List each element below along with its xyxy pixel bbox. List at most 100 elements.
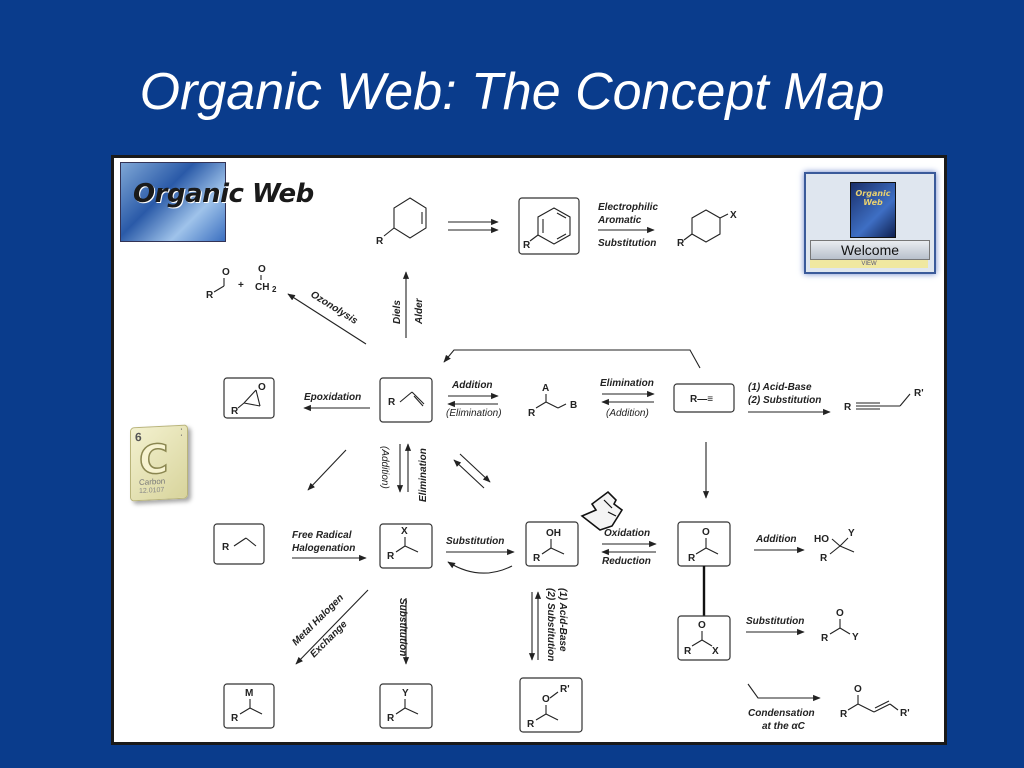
label-substitution-2: (2) Substitution — [748, 395, 821, 406]
svg-text:B: B — [570, 400, 577, 411]
svg-text:R: R — [523, 240, 531, 251]
alkyne-box[interactable] — [673, 383, 735, 413]
label-oxidation: Oxidation — [604, 528, 650, 539]
svg-text:Y: Y — [852, 632, 859, 643]
label-at-alpha-c: at the αC — [762, 721, 806, 732]
organic-web-logo: Organic Web — [120, 162, 314, 242]
svg-text:X: X — [401, 526, 408, 537]
svg-text:R: R — [388, 397, 396, 408]
svg-text:M: M — [245, 688, 253, 699]
carbonyl-product-structure: O R Y — [821, 608, 859, 644]
substituted-benzene-structure: X R — [677, 209, 737, 249]
svg-text:O: O — [258, 382, 266, 393]
substituted-alkyl-box[interactable] — [379, 683, 433, 729]
alkyl-halide-structure: X R — [387, 526, 419, 562]
label-free-radical: Free Radical — [292, 530, 352, 541]
alkene-structure: R — [388, 391, 425, 408]
svg-text:Y: Y — [402, 688, 409, 699]
welcome-cover-title: Organic Web — [855, 189, 891, 207]
alcohol-box[interactable] — [525, 521, 579, 567]
svg-text:O: O — [258, 264, 266, 275]
alkane-box[interactable] — [213, 523, 265, 565]
arrow-alkene-to-alkane — [307, 449, 347, 491]
label-metal-halogen: Metal Halogen — [290, 592, 346, 648]
substituted-alkyl-structure: Y R — [387, 688, 419, 724]
enone-structure: O R R' — [840, 684, 910, 720]
alkane-structure: R — [222, 537, 257, 553]
alkyne-structure: R—≡ — [690, 394, 713, 405]
svg-text:A: A — [542, 383, 549, 394]
label-elimination-vert: Elimination — [418, 448, 429, 502]
arrow-ozonolysis — [287, 293, 367, 345]
label-alder: Alder — [414, 297, 425, 325]
svg-text:R: R — [528, 408, 536, 419]
organometallic-box[interactable] — [223, 683, 275, 729]
label-addition-vert: (Addition) — [379, 446, 390, 489]
svg-text:O: O — [702, 527, 710, 538]
label-addition-paren: (Addition) — [606, 408, 649, 419]
svg-text:R': R' — [560, 684, 570, 695]
tertiary-alcohol-structure: HO Y R — [814, 528, 855, 564]
svg-text:2: 2 — [272, 285, 277, 294]
label-diels: Diels — [392, 300, 403, 324]
svg-text:O: O — [698, 620, 706, 631]
svg-text:R: R — [231, 406, 239, 417]
dihalide-structure: A B R — [528, 383, 577, 419]
alkene-box[interactable] — [379, 377, 433, 423]
arrow-condensation — [747, 683, 821, 702]
label-electrophilic: Electrophilic — [598, 202, 658, 213]
welcome-card[interactable]: Organic Web Welcome VIEW — [804, 172, 936, 274]
arrow-alcohol-to-alkene — [453, 459, 485, 489]
svg-text:R: R — [821, 633, 829, 644]
svg-text:R: R — [206, 290, 214, 301]
label-reduction: Reduction — [602, 556, 651, 567]
svg-text:O: O — [854, 684, 862, 695]
svg-text:R: R — [677, 238, 685, 249]
logo-text: Organic Web — [133, 179, 314, 209]
arrow-alkene-to-alcohol — [459, 453, 491, 483]
acyl-halide-box[interactable] — [677, 615, 731, 661]
label-acid-base: (1) Acid-Base — [748, 382, 812, 393]
label-substitution-vert2: (2) Substitution — [545, 588, 556, 661]
label-halogenation: Halogenation — [292, 543, 355, 554]
label-ozonolysis: Ozonolysis — [308, 289, 359, 327]
svg-text:HO: HO — [814, 534, 829, 545]
svg-text:R: R — [231, 713, 239, 724]
svg-text:O: O — [222, 267, 230, 278]
label-addition-top: Addition — [451, 380, 493, 391]
label-acid-base-vert: (1) Acid-Base — [557, 588, 568, 652]
acyl-halide-structure: O R X — [684, 620, 719, 657]
tile-mass: 12.0107 — [139, 486, 165, 496]
label-substitution-mid: Substitution — [446, 536, 504, 547]
r-label: R — [376, 236, 384, 247]
concept-map-diagram: R R Electrophilic Aromatic Substitution … — [206, 197, 924, 733]
label-addition-right: Addition — [755, 534, 797, 545]
svg-text:R: R — [688, 553, 696, 564]
label-elimination-top: Elimination — [600, 378, 654, 389]
svg-text:R': R' — [914, 388, 924, 399]
ether-structure: R' O R — [527, 684, 570, 730]
label-aromatic: Aromatic — [597, 215, 642, 226]
benzene-box[interactable] — [518, 197, 580, 255]
svg-text:R: R — [533, 553, 541, 564]
svg-text:CH: CH — [255, 282, 269, 293]
svg-text:R: R — [684, 646, 692, 657]
svg-text:X: X — [712, 646, 719, 657]
slide-title: Organic Web: The Concept Map — [139, 63, 885, 121]
ether-box[interactable] — [519, 677, 583, 733]
welcome-button[interactable]: Welcome — [810, 240, 930, 260]
aldehyde-products: O R + O CH 2 — [206, 264, 277, 301]
arrow-metal-halogen — [295, 589, 369, 665]
alcohol-structure: OH R — [533, 528, 565, 564]
label-condensation: Condensation — [748, 708, 815, 719]
welcome-cover-image: Organic Web — [850, 182, 896, 238]
ketone-structure: O R — [688, 527, 719, 564]
tile-marks: ⁚ — [179, 427, 183, 439]
svg-text:R: R — [840, 709, 848, 720]
svg-text:+: + — [238, 280, 244, 291]
svg-text:R: R — [222, 542, 230, 553]
carbon-element-tile: 6 ⁚ C Carbon 12.0107 — [130, 424, 188, 502]
concept-map: R R Electrophilic Aromatic Substitution … — [111, 155, 947, 745]
svg-text:X: X — [730, 210, 737, 221]
benzene-structure: R — [523, 207, 571, 251]
